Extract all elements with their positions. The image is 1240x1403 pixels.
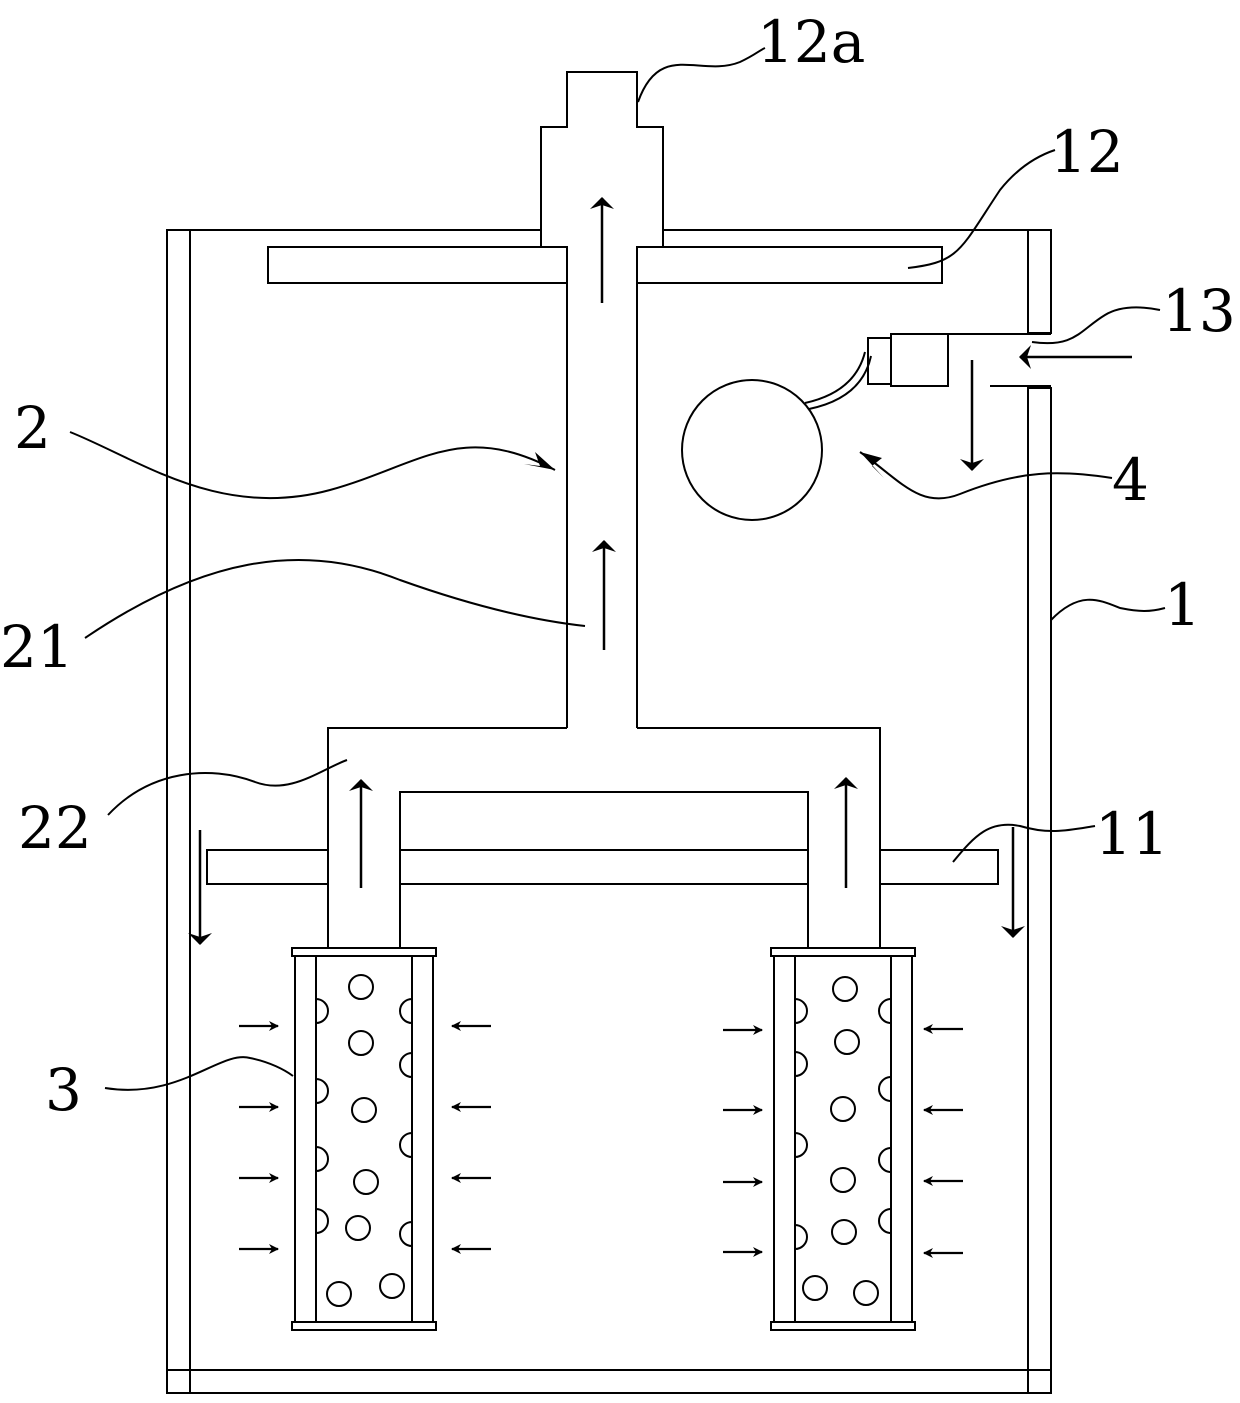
label-1: 1 <box>1164 571 1201 639</box>
label-21: 21 <box>0 613 74 681</box>
flow-arrows <box>188 197 1132 945</box>
label-11: 11 <box>1095 800 1169 868</box>
label-12a: 12a <box>757 8 865 76</box>
float-ball <box>681 351 872 521</box>
filter-left <box>291 947 437 1331</box>
label-13: 13 <box>1162 277 1236 345</box>
label-2: 2 <box>14 394 51 462</box>
label-4: 4 <box>1112 446 1149 514</box>
label-3: 3 <box>45 1056 82 1124</box>
lower-plate <box>206 849 999 885</box>
leader-lines <box>69 47 1166 1091</box>
label-22: 22 <box>18 794 92 862</box>
filter-right <box>770 947 916 1331</box>
branch-manifold <box>327 727 881 948</box>
filter-inflow-arrows <box>239 1021 963 1258</box>
main-pipe <box>566 248 638 728</box>
outlet-cap <box>540 71 664 248</box>
inlet-pipe <box>867 333 1054 387</box>
leader-arrowheads <box>524 452 884 478</box>
label-12: 12 <box>1050 118 1124 186</box>
